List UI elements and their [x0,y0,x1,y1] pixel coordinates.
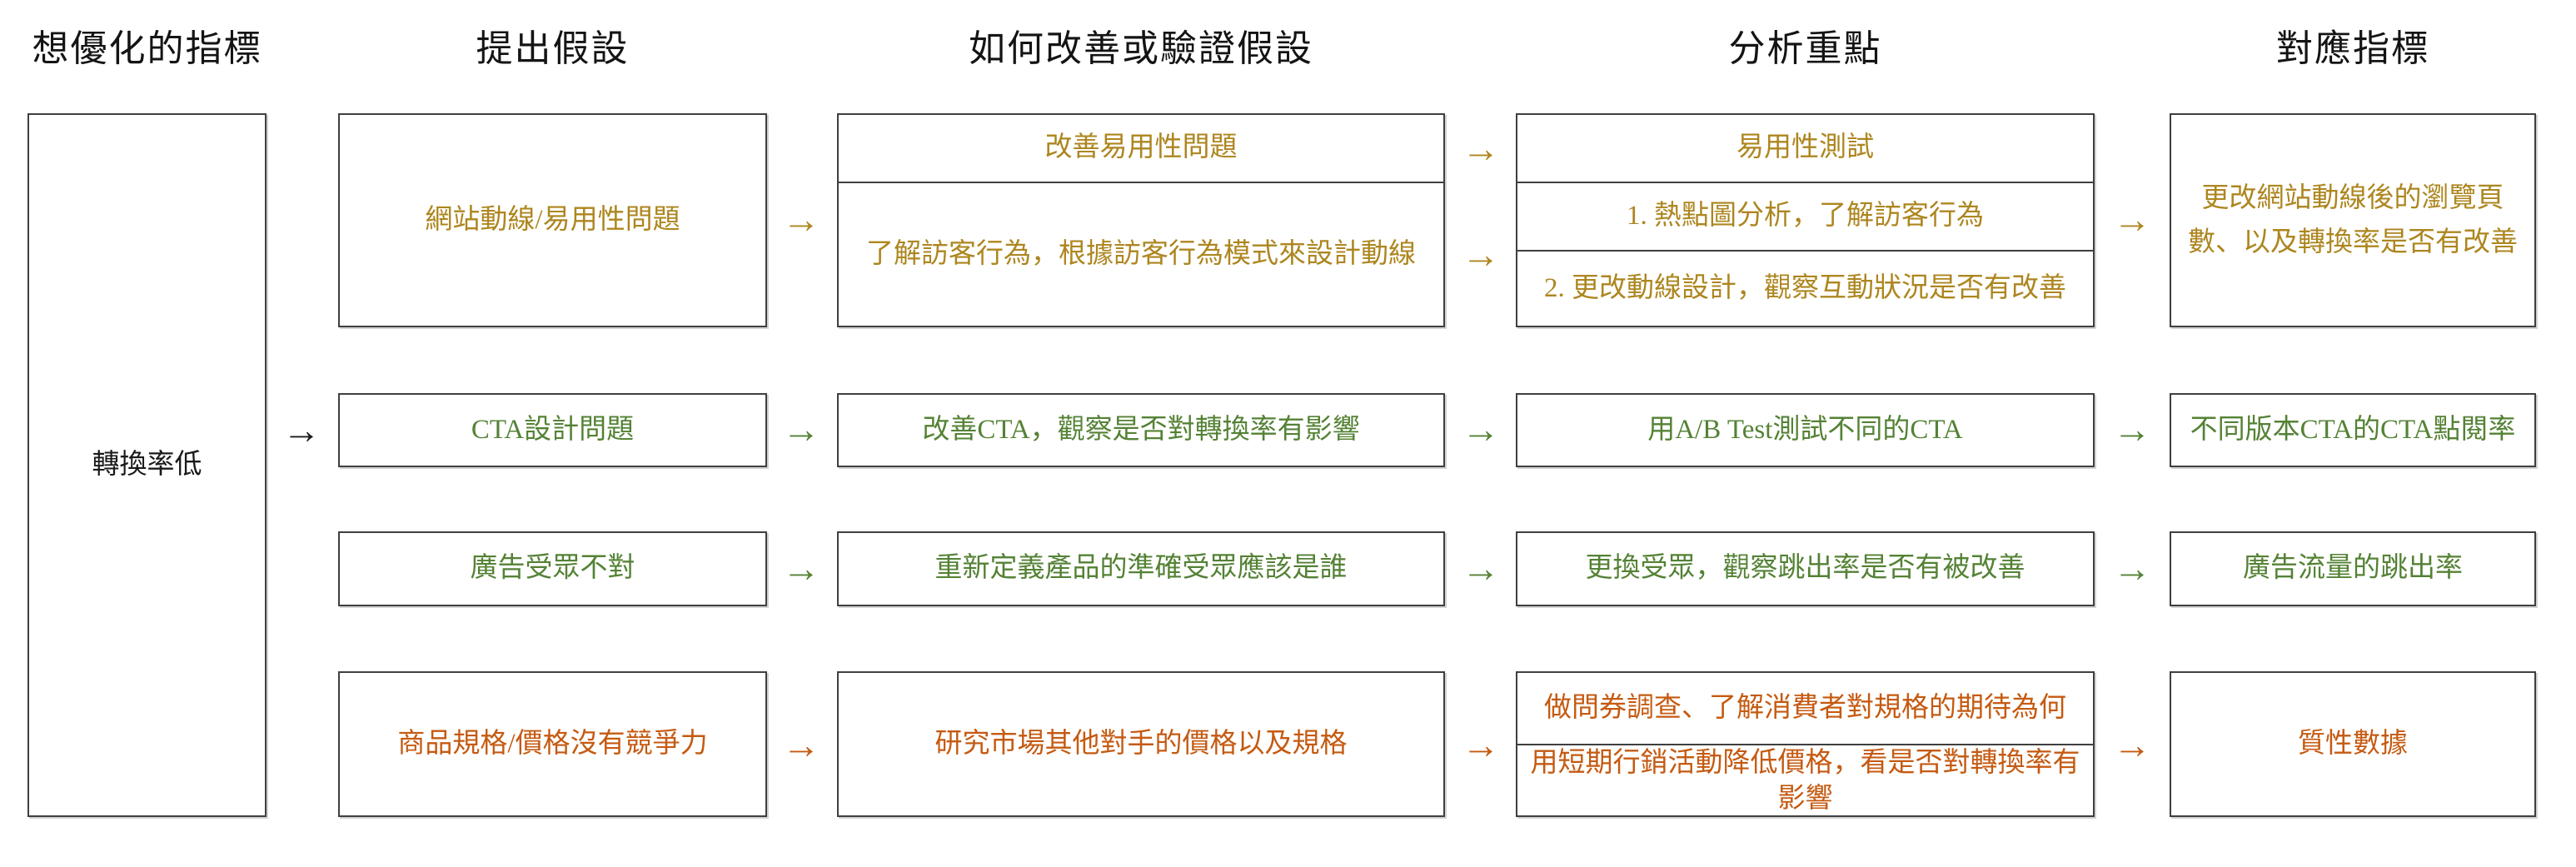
improve-box-usability: 改善易用性問題 了解訪客行為，根據訪客行為模式來設計動線 [837,113,1445,327]
improve-item: 改善易用性問題 [1044,132,1238,163]
analysis-item: 用短期行銷活動降低價格，看是否對轉換率有影響 [1517,744,2093,817]
analysis-box-cta: 用A/B Test測試不同的CTA [1516,393,2095,467]
improve-box-audience: 重新定義產品的準確受眾應該是誰 [837,531,1445,606]
analysis-item: 用A/B Test測試不同的CTA [1647,414,1963,445]
column-header-matching-metric: 對應指標 [2276,28,2429,69]
analysis-item: 2. 更改動線設計，觀察互動狀況是否有改善 [1517,250,2093,326]
analysis-item: 做問券調查、了解消費者對規格的期待為何 [1544,692,2066,723]
improve-item: 重新定義產品的準確受眾應該是誰 [934,553,1348,584]
metric-box-usability: 更改網站動線後的瀏覽頁數、以及轉換率是否有改善 [2170,113,2536,327]
column-header-improve-verify: 如何改善或驗證假設 [969,28,1313,69]
hypothesis-box-price: 商品規格/價格沒有競爭力 [338,671,767,817]
improve-box-price: 研究市場其他對手的價格以及規格 [837,671,1445,817]
analysis-item: 更換受眾，觀察跳出率是否有被改善 [1585,553,2025,584]
metric-box-audience: 廣告流量的跳出率 [2170,531,2536,606]
metric-box-price: 質性數據 [2170,671,2536,817]
improve-item: 改善CTA，觀察是否對轉換率有影響 [922,414,1360,445]
hypothesis-label: 商品規格/價格沒有競爭力 [397,728,708,759]
hypothesis-box-usability: 網站動線/易用性問題 [338,113,767,327]
column-header-hypothesis: 提出假設 [476,28,630,69]
arrow-icon: → [782,408,820,451]
metric-label: 不同版本CTA的CTA點閱率 [2190,414,2516,445]
improve-item: 了解訪客行為，根據訪客行為模式來設計動線 [839,182,1443,326]
arrow-icon: → [2113,408,2151,451]
improve-item: 研究市場其他對手的價格以及規格 [934,728,1348,759]
improve-box-cta: 改善CTA，觀察是否對轉換率有影響 [837,393,1445,467]
analysis-box-price: 做問券調查、了解消費者對規格的期待為何 用短期行銷活動降低價格，看是否對轉換率有… [1516,671,2095,817]
arrow-icon: → [782,724,820,766]
arrow-icon: → [282,409,321,451]
arrow-icon: → [2113,724,2151,766]
arrow-icon: → [1462,547,1500,590]
hypothesis-label: 廣告受眾不對 [470,553,635,584]
hypothesis-label: CTA設計問題 [471,414,635,445]
hypothesis-box-cta: CTA設計問題 [338,393,767,467]
analysis-box-usability: 易用性測試 1. 熱點圖分析，了解訪客行為 2. 更改動線設計，觀察互動狀況是否… [1516,113,2095,327]
hypothesis-box-audience: 廣告受眾不對 [338,531,767,606]
source-metric-label: 轉換率低 [92,449,202,480]
metric-label: 更改網站動線後的瀏覽頁數、以及轉換率是否有改善 [2188,182,2518,257]
arrow-icon: → [782,547,820,590]
arrow-icon: → [1462,127,1500,170]
analysis-box-audience: 更換受眾，觀察跳出率是否有被改善 [1516,531,2095,606]
arrow-icon: → [1462,408,1500,451]
metric-label: 廣告流量的跳出率 [2243,553,2463,584]
metric-box-cta: 不同版本CTA的CTA點閱率 [2170,393,2536,467]
column-header-analysis-focus: 分析重點 [1728,28,1882,69]
arrow-icon: → [2113,198,2151,241]
arrow-icon: → [782,198,820,241]
arrow-icon: → [2113,547,2151,590]
arrow-icon: → [1462,724,1500,766]
analysis-item: 1. 熱點圖分析，了解訪客行為 [1517,182,2093,250]
hypothesis-label: 網站動線/易用性問題 [425,204,680,235]
metric-label: 質性數據 [2298,728,2408,759]
arrow-icon: → [1462,233,1500,276]
source-metric-box: 轉換率低 [27,113,267,817]
column-header-metric-to-optimize: 想優化的指標 [32,28,262,69]
analysis-item: 易用性測試 [1736,132,1874,163]
